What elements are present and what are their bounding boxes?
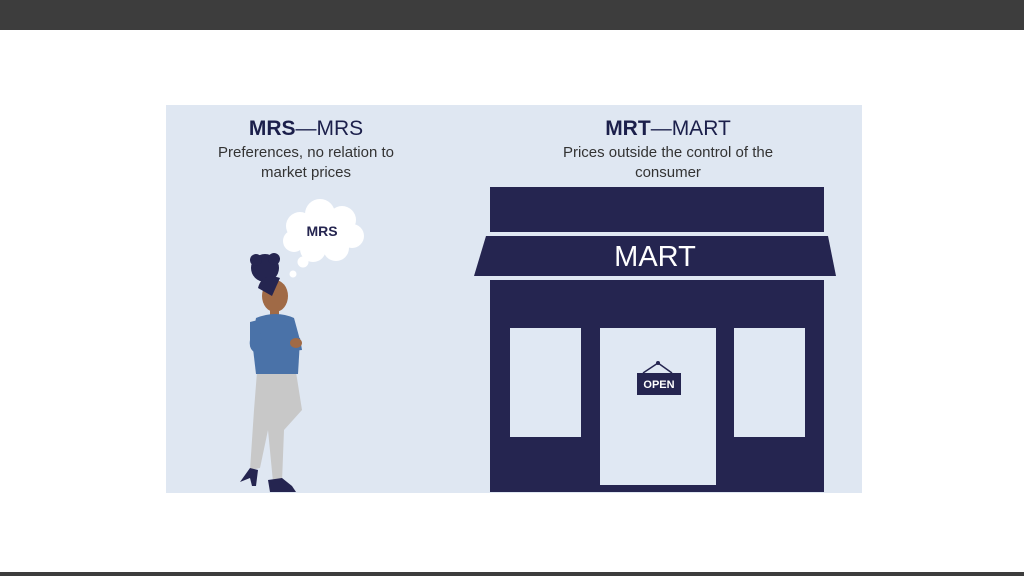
thought-dot-small bbox=[289, 270, 297, 278]
store-building: MART OPEN bbox=[474, 187, 836, 492]
mrs-subtitle-line-2: market prices bbox=[260, 164, 352, 181]
thought-dot-large bbox=[297, 256, 309, 268]
top-bar bbox=[0, 0, 1024, 30]
store-window-left bbox=[510, 328, 581, 437]
mrt-subtitle-line-1: Prices outside the control of the bbox=[562, 144, 774, 161]
mrt-subtitle-line-2: consumer bbox=[635, 164, 701, 181]
store-top-panel bbox=[490, 187, 824, 232]
thought-bubble: MRS bbox=[283, 199, 364, 278]
open-sign bbox=[637, 373, 681, 395]
open-sign-text: OPEN bbox=[643, 379, 674, 391]
thought-bubble-text: MRS bbox=[306, 223, 337, 239]
mrs-heading: MRS—MRS Preferences, no relation to mark… bbox=[196, 116, 416, 183]
pants bbox=[250, 372, 302, 482]
store-door bbox=[600, 328, 716, 485]
right-shoe bbox=[268, 478, 296, 492]
mrt-title: MRT—MART bbox=[530, 116, 806, 142]
mrt-title-bold: MRT bbox=[605, 117, 651, 140]
mrs-subtitle: Preferences, no relation to market price… bbox=[196, 143, 416, 183]
mrs-title-rest: —MRS bbox=[295, 117, 364, 140]
woman-figure bbox=[240, 253, 302, 492]
store-awning bbox=[474, 236, 836, 276]
store-window-right bbox=[734, 328, 805, 437]
crossed-arms bbox=[249, 320, 302, 354]
mrs-subtitle-line-1: Preferences, no relation to bbox=[218, 144, 394, 161]
store-sign-text: MART bbox=[614, 241, 696, 273]
mrt-subtitle: Prices outside the control of the consum… bbox=[530, 143, 806, 183]
mrs-title: MRS—MRS bbox=[196, 116, 416, 142]
left-shoe bbox=[240, 468, 258, 486]
mrt-heading: MRT—MART Prices outside the control of t… bbox=[530, 116, 806, 183]
mrs-title-bold: MRS bbox=[248, 117, 296, 140]
mrt-title-rest: —MART bbox=[650, 117, 731, 140]
bottom-bar bbox=[0, 572, 1024, 576]
